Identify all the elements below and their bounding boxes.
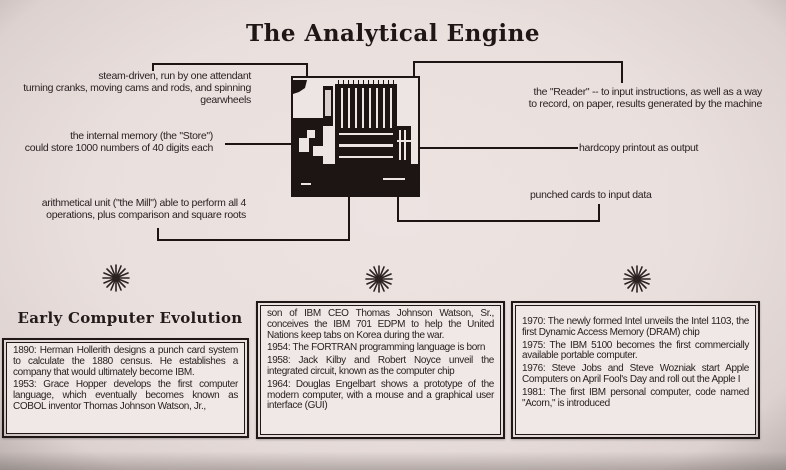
callout-mill-line-1: arithmetical unit ("the Mill") able to p… [41, 197, 247, 209]
timeline-card-2: son of IBM CEO Thomas Johnson Watson, Sr… [256, 301, 505, 439]
timeline-card-3-body: 1970: The newly formed Intel unveils the… [515, 305, 756, 435]
connector-reader [413, 61, 415, 77]
timeline-entry: 1954: The FORTRAN programming language i… [267, 342, 486, 354]
timeline-entry: son of IBM CEO Thomas Johnson Watson, Sr… [267, 308, 494, 341]
callout-steam-line-2: turning cranks, moving cams and rods, an… [23, 82, 251, 94]
connector-cards [397, 220, 600, 222]
callout-cards-line-1: punched cards to input data [530, 189, 652, 201]
analytical-engine-photo [291, 76, 420, 197]
connector-reader [413, 61, 623, 63]
section-title: Early Computer Evolution [17, 309, 243, 327]
page-title: The Analytical Engine [246, 20, 540, 47]
timeline-entry: 1964: Douglas Engelbart shows a prototyp… [267, 378, 494, 412]
connector-mill [157, 228, 159, 241]
callout-store: the internal memory (the "Store") could … [24, 130, 214, 154]
timeline-entry: 1958: Jack Kilby and Robert Noyce unveil… [267, 355, 494, 377]
connector-steam [152, 63, 154, 71]
timeline-entry: 1890: Herman Hollerith designs a punch c… [13, 345, 238, 378]
connector-steam [152, 63, 308, 65]
callout-reader: the "Reader" -- to input instructions, a… [528, 86, 763, 110]
sunburst-ornament-icon [365, 265, 393, 293]
sunburst-ornament-icon [623, 265, 651, 293]
connector-cards [598, 204, 600, 222]
timeline-card-1: 1890: Herman Hollerith designs a punch c… [2, 338, 249, 438]
connector-steam [306, 63, 308, 78]
connector-mill [157, 239, 350, 241]
connector-reader [621, 61, 623, 83]
connector-cards [397, 195, 399, 222]
timeline-card-3: 1970: The newly formed Intel unveils the… [511, 301, 760, 439]
timeline-entry: 1975: The IBM 5100 becomes the first com… [522, 339, 749, 362]
connector-printout [418, 147, 578, 149]
callout-reader-line-2: to record, on paper, results generated b… [528, 98, 763, 110]
callout-reader-line-1: the "Reader" -- to input instructions, a… [533, 86, 763, 98]
callout-steam-line-3: gearwheels [200, 94, 251, 106]
connector-mill [348, 195, 350, 241]
timeline-entry: 1976: Steve Jobs and Steve Wozniak start… [522, 363, 749, 385]
callout-store-line-1: the internal memory (the "Store") [70, 130, 213, 142]
timeline-card-2-body: son of IBM CEO Thomas Johnson Watson, Sr… [260, 305, 501, 435]
engine-illustration [293, 78, 418, 195]
timeline-entry: 1981: The first IBM personal computer, c… [522, 386, 749, 409]
callout-mill-line-2: operations, plus comparison and square r… [46, 209, 246, 221]
callout-store-line-2: could store 1000 numbers of 40 digits ea… [24, 142, 214, 154]
sunburst-ornament-icon [102, 264, 130, 292]
timeline-entry: 1953: Grace Hopper develops the first co… [13, 379, 238, 412]
timeline-card-1-body: 1890: Herman Hollerith designs a punch c… [6, 342, 245, 434]
callout-mill: arithmetical unit ("the Mill") able to p… [41, 197, 247, 221]
callout-steam: steam-driven, run by one attendant turni… [23, 70, 251, 106]
callout-cards: punched cards to input data [530, 189, 652, 201]
callout-steam-line-1: steam-driven, run by one attendant [98, 70, 251, 82]
timeline-entry: 1970: The newly formed Intel unveils the… [522, 316, 749, 338]
callout-printout: hardcopy printout as output [579, 142, 698, 154]
connector-store [225, 143, 292, 145]
callout-printout-line-1: hardcopy printout as output [579, 142, 699, 154]
